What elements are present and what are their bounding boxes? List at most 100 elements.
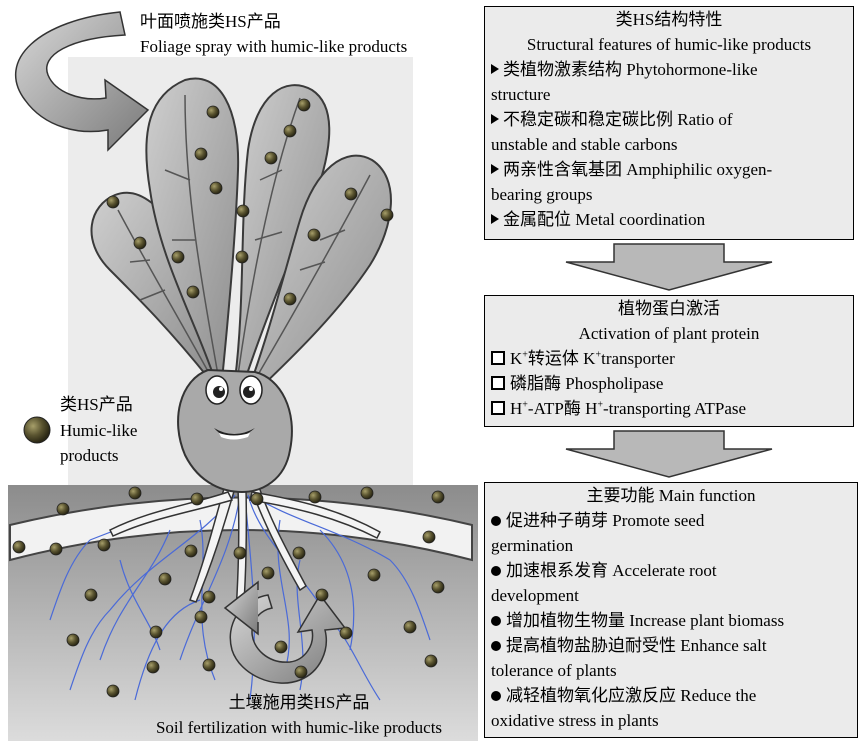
humic-particle: [251, 493, 263, 505]
soil-label: 土壤施用类HS产品 Soil fertilization with humic-…: [118, 690, 480, 740]
soil-label-en: Soil fertilization with humic-like produ…: [118, 715, 480, 740]
function-item-5: 减轻植物氧化应激反应 Reduce the: [485, 683, 857, 708]
protein-item-1: K+转运体 K+transporter: [485, 346, 853, 371]
humic-particle: [134, 237, 146, 249]
humic-particle: [361, 487, 373, 499]
feature-item-3: 两亲性含氧基团 Amphiphilic oxygen-: [485, 157, 853, 182]
humic-particle: [195, 611, 207, 623]
humic-particle: [13, 541, 25, 553]
humic-particle: [159, 573, 171, 585]
protein-activation-title-en: Activation of plant protein: [485, 321, 853, 346]
arrow-bullet-icon: [491, 214, 499, 224]
function-item-2: 加速根系发育 Accelerate root: [485, 558, 857, 583]
function-item-4: 提高植物盐胁迫耐受性 Enhance salt: [485, 633, 857, 658]
humic-particle: [191, 493, 203, 505]
humic-particle: [85, 589, 97, 601]
function-item-4-cont: tolerance of plants: [485, 658, 857, 683]
legend-label: 类HS产品: [60, 392, 133, 417]
humic-particle: [187, 286, 199, 298]
square-bullet-icon: [491, 376, 505, 390]
humic-particle: [432, 581, 444, 593]
humic-particle: [147, 661, 159, 673]
function-item-2-cont: development: [485, 583, 857, 608]
humic-particle: [309, 491, 321, 503]
humic-particle: [284, 125, 296, 137]
feature-item-1: 类植物激素结构 Phytohormone-like: [485, 57, 853, 82]
humic-particle: [150, 626, 162, 638]
humic-particle: [404, 621, 416, 633]
particles-layer: [0, 0, 480, 741]
humic-particle: [203, 591, 215, 603]
down-arrow-2: [562, 429, 776, 479]
humic-particle: [57, 503, 69, 515]
feature-item-4: 金属配位 Metal coordination: [485, 207, 853, 232]
humic-particle: [423, 531, 435, 543]
humic-particle: [129, 487, 141, 499]
humic-particle: [425, 655, 437, 667]
feature-item-2: 不稳定碳和稳定碳比例 Ratio of: [485, 107, 853, 132]
function-item-5-cont: oxidative stress in plants: [485, 708, 857, 733]
humic-particle: [284, 293, 296, 305]
dot-bullet-icon: [491, 641, 501, 651]
dot-bullet-icon: [491, 691, 501, 701]
humic-particle: [293, 547, 305, 559]
structural-features-box: 类HS结构特性 Structural features of humic-lik…: [484, 6, 854, 240]
humic-particle: [308, 229, 320, 241]
protein-item-2: 磷脂酶 Phospholipase: [485, 371, 853, 396]
foliage-label: 叶面喷施类HS产品 Foliage spray with humic-like …: [140, 9, 407, 59]
humic-particle: [381, 209, 393, 221]
humic-particle: [316, 589, 328, 601]
humic-particle: [298, 99, 310, 111]
protein-activation-title-cn: 植物蛋白激活: [485, 296, 853, 321]
foliage-label-en: Foliage spray with humic-like products: [140, 34, 407, 59]
humic-particle: [275, 641, 287, 653]
arrow-bullet-icon: [491, 114, 499, 124]
humic-particle: [295, 666, 307, 678]
down-arrow-1: [562, 242, 776, 292]
main-function-box: 主要功能 Main function 促进种子萌芽 Promote seed g…: [484, 482, 858, 738]
protein-activation-box: 植物蛋白激活 Activation of plant protein K+转运体…: [484, 295, 854, 427]
humic-particle: [185, 545, 197, 557]
arrow-bullet-icon: [491, 164, 499, 174]
humic-particle: [368, 569, 380, 581]
humic-particle: [210, 182, 222, 194]
function-item-1: 促进种子萌芽 Promote seed: [485, 508, 857, 533]
square-bullet-icon: [491, 401, 505, 415]
humic-particle: [50, 543, 62, 555]
humic-particle: [236, 251, 248, 263]
function-item-1-cont: germination: [485, 533, 857, 558]
legend-label-cn: 类HS产品: [60, 392, 133, 417]
structural-features-title-en: Structural features of humic-like produc…: [485, 32, 853, 57]
dot-bullet-icon: [491, 516, 501, 526]
humic-particle: [432, 491, 444, 503]
humic-particle: [203, 659, 215, 671]
humic-particle: [237, 205, 249, 217]
function-item-3: 增加植物生物量 Increase plant biomass: [485, 608, 857, 633]
humic-particle: [172, 251, 184, 263]
legend-label-en: Humic-like products: [60, 418, 137, 468]
humic-particle: [107, 196, 119, 208]
main-function-title: 主要功能 Main function: [485, 483, 857, 508]
legend-label-en1: Humic-like: [60, 418, 137, 443]
humic-particle: [195, 148, 207, 160]
humic-particle: [207, 106, 219, 118]
soil-label-cn: 土壤施用类HS产品: [118, 690, 480, 715]
humic-particle: [340, 627, 352, 639]
feature-item-3-cont: bearing groups: [485, 182, 853, 207]
dot-bullet-icon: [491, 616, 501, 626]
humic-particle: [265, 152, 277, 164]
feature-item-2-cont: unstable and stable carbons: [485, 132, 853, 157]
structural-features-title-cn: 类HS结构特性: [485, 7, 853, 32]
humic-particle: [67, 634, 79, 646]
legend-label-en2: products: [60, 443, 137, 468]
arrow-bullet-icon: [491, 64, 499, 74]
humic-particle: [345, 188, 357, 200]
humic-particle: [98, 539, 110, 551]
humic-particle: [234, 547, 246, 559]
feature-item-1-cont: structure: [485, 82, 853, 107]
humic-particle: [262, 567, 274, 579]
protein-item-3: H+-ATP酶 H+-transporting ATPase: [485, 396, 853, 421]
foliage-label-cn: 叶面喷施类HS产品: [140, 9, 407, 34]
square-bullet-icon: [491, 351, 505, 365]
dot-bullet-icon: [491, 566, 501, 576]
